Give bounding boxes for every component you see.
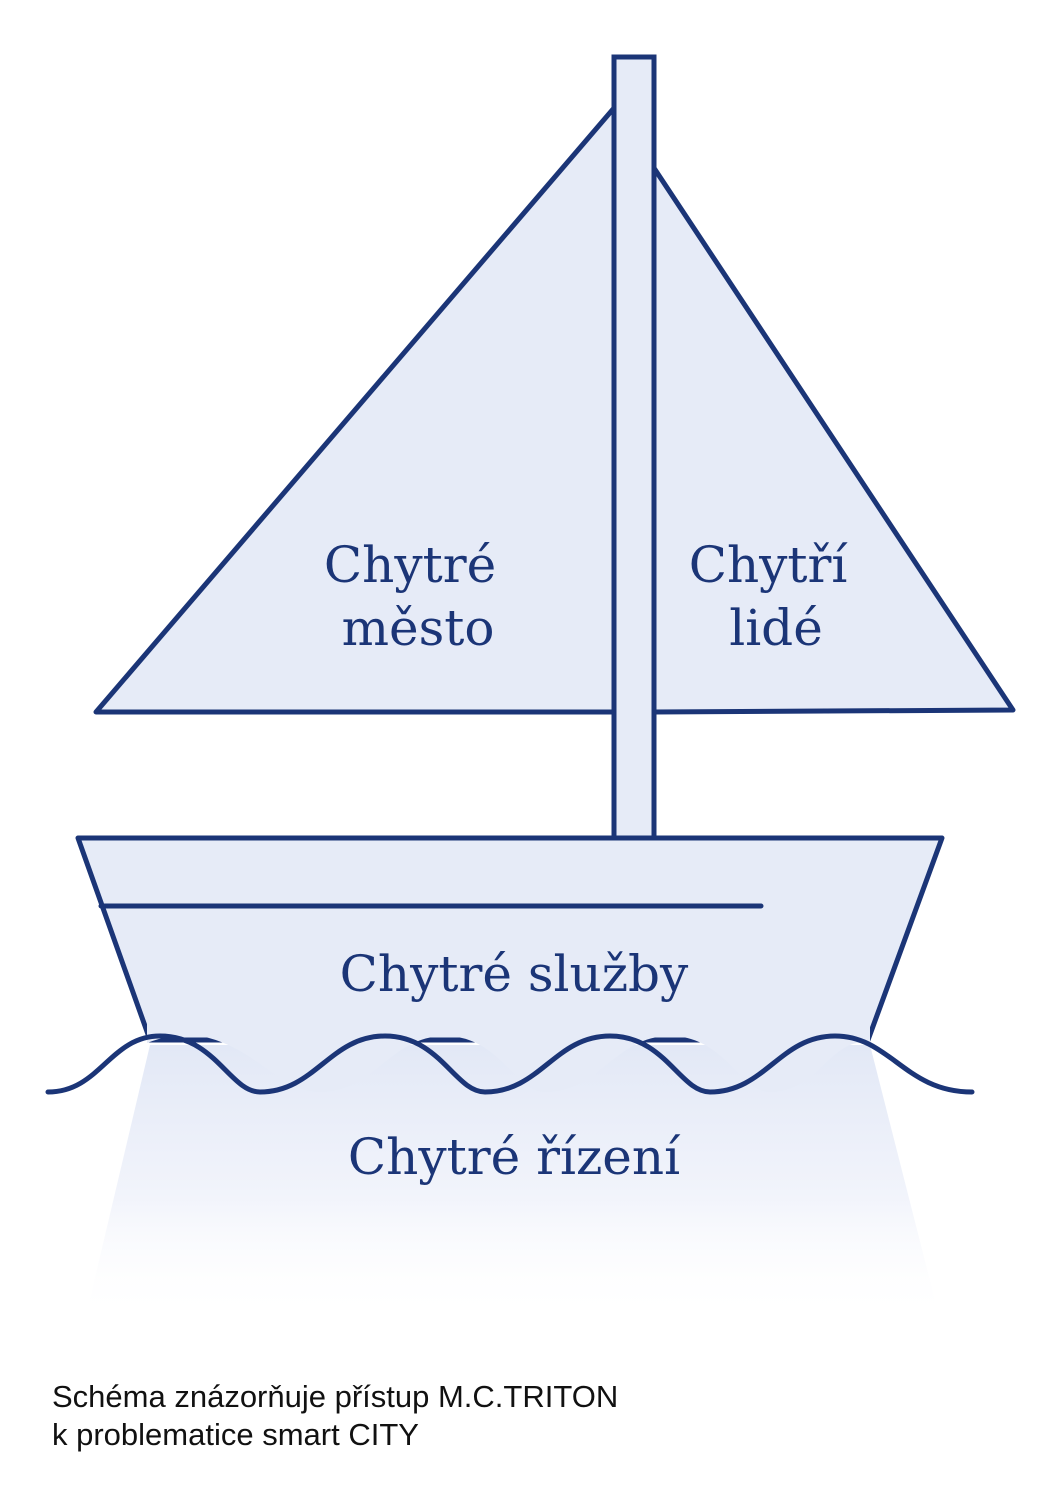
caption: Schéma znázorňuje přístup M.C.TRITON k p… (52, 1378, 618, 1454)
right-sail (651, 165, 1016, 715)
right-sail-label: Chytří lidé (689, 536, 864, 657)
hull-shape (75, 835, 945, 1043)
caption-line-2: k problematice smart CITY (52, 1417, 419, 1452)
hull-label: Chytré služby (340, 945, 689, 1003)
right-sail-label-line2: lidé (729, 599, 823, 657)
mast (611, 54, 657, 841)
water-label: Chytré řízení (348, 1128, 681, 1186)
wave-line (45, 1033, 975, 1095)
hull-bottom-fill (147, 1020, 870, 1092)
left-sail-label-line2: město (342, 599, 495, 657)
left-sail-label-line1: Chytré (324, 536, 496, 594)
water-area (85, 1045, 940, 1320)
caption-line-1: Schéma znázorňuje přístup M.C.TRITON (52, 1379, 619, 1414)
left-sail-label: Chytré město (324, 536, 512, 657)
right-sail-label-line1: Chytří (689, 536, 849, 594)
